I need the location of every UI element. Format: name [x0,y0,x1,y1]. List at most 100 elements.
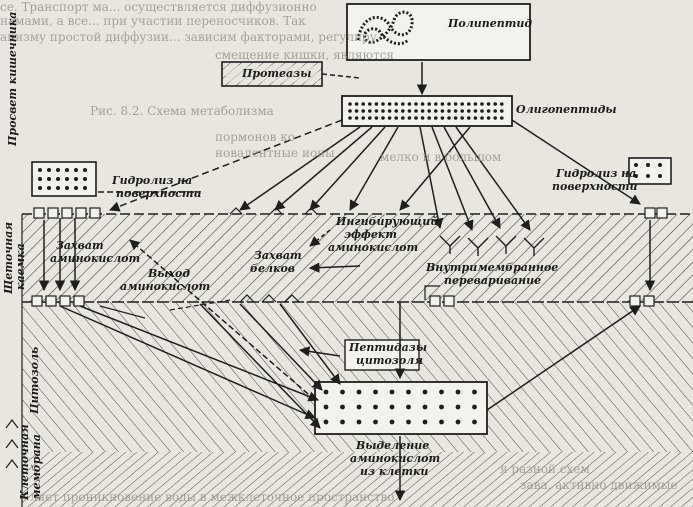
enzyme-dot [47,186,51,190]
enzyme-dot [427,102,432,106]
oligopeptides-label: Олигопептиды [516,103,617,116]
cytosol-label: Цитозоль [28,346,41,414]
enzyme-dot [323,419,329,425]
enzyme-dot [401,109,405,113]
polypeptide-box [346,3,531,61]
enzyme-dot [387,116,392,120]
enzyme-dot [500,109,504,113]
brush-border-region [22,214,693,302]
enzyme-dot [414,116,418,120]
enzyme-dot [440,109,445,113]
enzyme-dot [486,116,491,120]
cytosol-peptidases-box [344,339,420,371]
enzyme-dot [394,109,399,113]
enzyme-dot [340,404,345,410]
enzyme-dot [493,109,498,113]
cytosol-enzyme-box [314,381,488,435]
enzyme-dot [420,109,425,113]
enzyme-dot [439,419,444,425]
enzyme-dot [83,177,87,181]
bg-text-2: намами, а все... при участии переносчико… [0,14,306,28]
enzyme-dot [472,419,477,425]
proteases-label: Протеазы [242,67,312,80]
enzyme-dot [646,163,650,167]
enzyme-dot [381,102,385,106]
enzyme-dot [394,116,399,120]
enzyme-dot [422,419,428,425]
enzyme-dot [38,168,42,172]
brush-border-label-2: каемка [14,243,27,290]
enzyme-dot [354,116,359,120]
enzyme-dot [467,109,471,113]
enzyme-dot [340,419,345,425]
enzyme-dot [74,177,78,181]
enzyme-dot [473,116,478,120]
enzyme-dot [406,419,411,425]
cytosol-peptidases-label-1: Пептидазы [349,341,428,354]
enzyme-dot [439,404,444,410]
enzyme-dot [354,109,359,113]
enzyme-dot [439,389,444,395]
cytosol-peptidases-label-2: цитозоля [356,354,423,367]
enzyme-dot [361,109,366,113]
polypeptide-chain-icon [356,10,414,46]
enzyme-dot [493,102,498,106]
enzyme-dot [361,116,366,120]
enzyme-dot [473,109,478,113]
enzyme-dot [356,419,362,425]
enzyme-dot [472,404,477,410]
enzyme-dot [407,109,412,113]
enzyme-dot [460,102,465,106]
enzyme-dot [634,163,638,167]
bg-text-5: пормонов ко [215,130,295,144]
enzyme-dot [467,102,471,106]
bg-text-1: се. Транспорт ма... осуществляется диффу… [0,0,317,14]
bg-text-6: новалентные ионы [215,146,335,160]
enzyme-dot [658,174,662,178]
enzyme-dot [56,168,60,172]
enzyme-dot [480,116,484,120]
intramembrane-label-1: Внутримембранное [426,261,559,274]
polypeptide-label: Полипептид [448,17,533,30]
lumen-label: Просвет кишечника [6,11,19,146]
enzyme-dot [480,102,484,106]
enzyme-dot [460,116,465,120]
enzyme-dot [414,109,418,113]
amino-exit-label-2: аминокислот [120,280,211,293]
enzyme-dot [453,116,458,120]
enzyme-dot [420,116,425,120]
enzyme-dot [460,109,465,113]
enzyme-dot [47,177,51,181]
enzyme-dot [467,116,471,120]
auxiliary-lines [99,285,440,319]
enzyme-dot [389,389,395,395]
enzyme-dot [453,109,458,113]
enzyme-dot [361,102,366,106]
enzyme-dot [434,109,438,113]
enzyme-dot [447,102,451,106]
amino-capture-label-1: Захват [56,239,104,252]
enzyme-dot [65,177,69,181]
enzyme-dot [374,102,379,106]
enzyme-dot [440,102,445,106]
enzyme-dot [356,404,362,410]
enzyme-dot [440,116,445,120]
enzyme-dot [472,389,477,395]
enzyme-dot [348,116,352,120]
bg-text-4: смещение кишки, являются [215,48,395,62]
enzyme-dot [38,177,42,181]
enzyme-dot [387,102,392,106]
bg-text-10: ляет проникновение воды в межклеточное п… [30,490,395,504]
right-surface-enzyme-box [628,157,672,185]
intramembrane-label-2: переваривание [444,274,542,287]
flow-arrows [38,62,656,502]
enzyme-dot [473,102,478,106]
enzyme-dot [394,102,399,106]
enzyme-dot [480,109,484,113]
left-surface-enzyme-box [31,161,97,197]
enzyme-dot [47,168,51,172]
enzyme-dot [374,109,379,113]
enzyme-dot [407,102,412,106]
oligopeptides-box [341,95,513,127]
inhibiting-label-3: аминокислот [328,241,419,254]
